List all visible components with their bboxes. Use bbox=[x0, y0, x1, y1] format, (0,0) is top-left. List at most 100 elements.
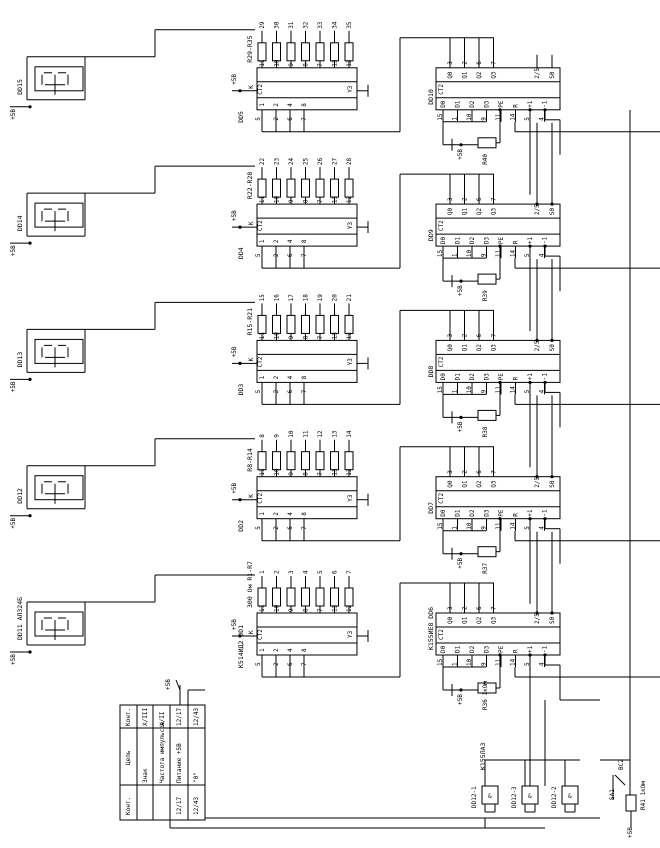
pin-number: 6 bbox=[476, 333, 483, 337]
pin-number: 12 bbox=[317, 430, 324, 438]
counter-label: DD7 bbox=[427, 502, 435, 514]
input-label: 8 bbox=[301, 103, 308, 107]
resistor bbox=[272, 178, 281, 198]
pin-number: 5 bbox=[255, 117, 262, 121]
junction-dot bbox=[498, 380, 502, 385]
input-label: D3 bbox=[484, 509, 491, 517]
resistor bbox=[344, 587, 354, 607]
resistor bbox=[344, 42, 354, 62]
pin-number: 11 bbox=[495, 522, 502, 530]
pin-number: 7 bbox=[491, 470, 498, 474]
input-label: D3 bbox=[484, 100, 491, 108]
supply-label: +5В bbox=[457, 149, 464, 160]
pin-number: 1 bbox=[452, 526, 459, 530]
output-label: Q0 bbox=[447, 616, 454, 624]
counter-function: CT2 bbox=[438, 84, 445, 95]
pin-number: 23 bbox=[274, 157, 281, 165]
resistor bbox=[330, 178, 339, 198]
junction-dot bbox=[28, 377, 32, 382]
junction-dot bbox=[459, 688, 463, 692]
pin-number: 3 bbox=[447, 61, 454, 65]
supply-label: +5В bbox=[457, 421, 464, 432]
pin-number: 1 bbox=[259, 570, 266, 574]
input-label: PE bbox=[498, 509, 505, 517]
output-label: Q2 bbox=[476, 616, 483, 624]
pin-number: 27 bbox=[332, 157, 339, 165]
output-label: Q1 bbox=[462, 616, 469, 624]
input-label: 4 bbox=[287, 239, 294, 243]
output-label: Q2 bbox=[476, 207, 483, 215]
junction-dot bbox=[459, 279, 463, 283]
pin-number: 30 bbox=[274, 21, 281, 29]
counter-chip bbox=[435, 476, 561, 520]
input-label: 4 bbox=[287, 648, 294, 652]
resistor-label: R39 bbox=[482, 290, 489, 301]
input-label: 1 bbox=[259, 375, 266, 379]
resistor bbox=[272, 42, 281, 62]
resistor bbox=[301, 178, 310, 198]
junction-dot bbox=[238, 225, 242, 229]
supply-label: +5В bbox=[10, 109, 17, 120]
pin-number: 9 bbox=[481, 253, 488, 257]
input-label: D2 bbox=[469, 509, 476, 517]
input-label: -1 bbox=[542, 236, 549, 244]
resistor-group-label: R22-R28 bbox=[246, 172, 254, 199]
decoder-label: DD4 bbox=[237, 247, 245, 259]
pin-number: 13 bbox=[332, 332, 339, 340]
decoder-flag: Y3 bbox=[347, 494, 354, 502]
input-label: D1 bbox=[455, 509, 462, 517]
input-label: 8 bbox=[301, 648, 308, 652]
pin-label: 2/5 bbox=[534, 340, 541, 351]
pin-number: 10 bbox=[274, 332, 281, 340]
pin-number: 15 bbox=[437, 113, 444, 121]
pin-label: 2/5 bbox=[534, 68, 541, 79]
resistor-group-label: R15-R21 bbox=[246, 308, 254, 335]
gate-label: DD12-2 bbox=[551, 786, 558, 808]
junction-dot bbox=[535, 338, 539, 343]
pin-label: K bbox=[248, 494, 255, 498]
input-label: 4 bbox=[287, 375, 294, 379]
resistor bbox=[301, 587, 310, 607]
input-label: D3 bbox=[484, 645, 491, 653]
resistor bbox=[257, 178, 267, 198]
pin-number: 18 bbox=[303, 294, 310, 302]
table-name: Частота импульсов bbox=[159, 722, 166, 783]
junction-dot bbox=[459, 415, 463, 420]
resistor-label: R40 bbox=[482, 154, 489, 165]
supply-label: +5В bbox=[231, 619, 238, 630]
speaker-label: BC2 bbox=[618, 759, 625, 770]
input-label: +1 bbox=[527, 100, 534, 108]
supply-label: +5В bbox=[165, 679, 172, 690]
output-label: Q0 bbox=[447, 207, 454, 215]
input-label: 1 bbox=[259, 103, 266, 107]
pin-number: 15 bbox=[437, 522, 444, 530]
pin-number: 6 bbox=[476, 606, 483, 610]
table-pin: 12/43 bbox=[193, 797, 200, 815]
pin-number: 6 bbox=[476, 197, 483, 201]
wire bbox=[614, 774, 626, 786]
pin-number: 5 bbox=[255, 389, 262, 393]
seven-segment-icon bbox=[41, 208, 69, 232]
pin-number: 14 bbox=[510, 658, 517, 666]
output-label: Q3 bbox=[491, 616, 498, 624]
input-label: 8 bbox=[301, 239, 308, 243]
input-label: D2 bbox=[469, 645, 476, 653]
pin-number: 2 bbox=[274, 570, 281, 574]
supply-label: +5В bbox=[231, 74, 238, 85]
input-label: 8 bbox=[301, 512, 308, 516]
indicator-body bbox=[34, 611, 84, 637]
pin-number: 13 bbox=[332, 468, 339, 476]
pin-number: 11 bbox=[495, 249, 502, 257]
pin-number: 25 bbox=[303, 157, 310, 165]
input-label: +1 bbox=[527, 645, 534, 653]
junction-dot bbox=[535, 475, 539, 479]
decoder-label: DD3 bbox=[237, 384, 245, 396]
junction-dot bbox=[238, 361, 242, 366]
pin-number: 2 bbox=[273, 253, 280, 257]
stage-1: DD11 АЛ324Б+5В111A210B39C48D57E613F712G3… bbox=[10, 531, 660, 740]
input-label: D2 bbox=[469, 100, 476, 108]
pin-number: 12 bbox=[346, 59, 353, 67]
resistor bbox=[330, 42, 339, 62]
junction-dot bbox=[543, 108, 547, 112]
input-label: 2 bbox=[273, 103, 280, 107]
